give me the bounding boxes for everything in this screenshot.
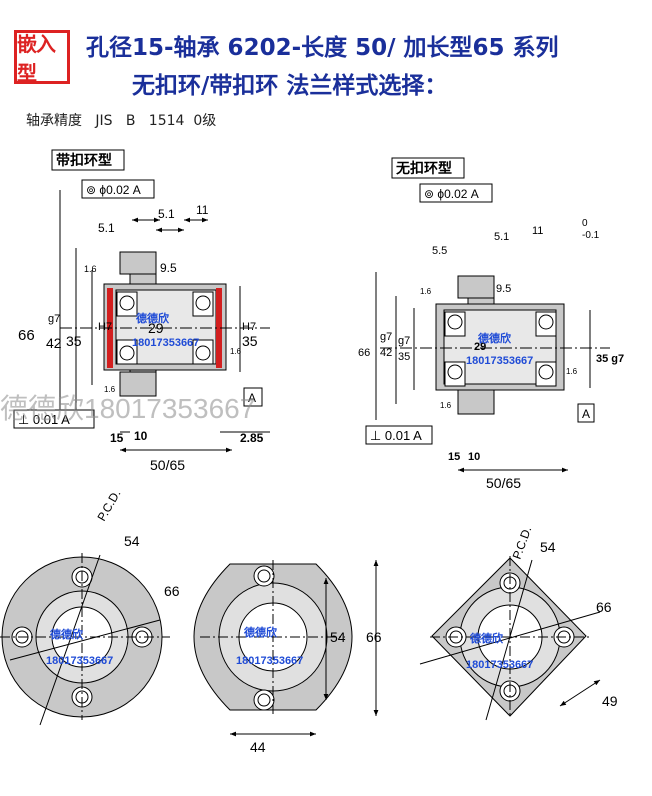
- left-type-label: 带扣环型: [56, 152, 112, 168]
- dim-50-65-left: 50/65: [150, 457, 185, 473]
- wm-name-2: 德德欣: [477, 331, 512, 345]
- oval-flange-view: [193, 560, 379, 737]
- roughness-2: 1.6: [230, 347, 242, 356]
- badge-text: 嵌入型: [17, 32, 56, 85]
- title-line-2: 无扣环/带扣环 法兰样式选择：: [132, 73, 448, 99]
- perpendicularity: ⊥ 0.01 A: [18, 412, 70, 427]
- wm-name-3: 德德欣: [49, 627, 84, 641]
- watermarks: 德德欣18017353667 德德欣 18017353667 德德欣 18017…: [0, 311, 533, 671]
- f-dim-44: 44: [250, 739, 266, 755]
- r-dim-5-1: 5.1: [494, 231, 509, 243]
- title-line-1: 孔径15-轴承 6202-长度 50/ 加长型65 系列: [86, 35, 559, 61]
- wm-name-1: 德德欣: [135, 311, 170, 325]
- dim-5-1-a: 5.1: [98, 221, 115, 235]
- datum-a: A: [248, 391, 256, 405]
- left-coaxiality: ⊚ ϕ0.02 A: [86, 183, 141, 197]
- dim-29: 29: [148, 320, 164, 336]
- dim-11: 11: [196, 203, 209, 217]
- dim-35-b: 35: [242, 333, 258, 349]
- watermark-large: 德德欣18017353667: [0, 393, 255, 424]
- dim-66: 66: [18, 327, 35, 344]
- wm-name-4: 德德欣: [243, 625, 278, 639]
- fit-h7-a: H7: [98, 321, 112, 333]
- right-type-label: 无扣环型: [395, 160, 452, 176]
- r-dim-15: 15: [448, 451, 460, 463]
- wm-phone-3: 18017353667: [46, 655, 113, 667]
- r-tol-neg: -0.1: [582, 230, 600, 241]
- roughness-3: 1.6: [104, 385, 116, 394]
- r-dim-29: 29: [474, 341, 486, 353]
- f-dim-54-c: 54: [540, 539, 556, 555]
- r-roughness-2: 1.6: [566, 367, 578, 376]
- r-roughness-1: 1.6: [420, 287, 432, 296]
- right-section-view: [365, 157, 610, 473]
- r-dim-50-65: 50/65: [486, 475, 521, 491]
- dim-15: 15: [110, 431, 124, 445]
- r-dim-42: 42: [380, 347, 392, 359]
- wm-phone-4: 18017353667: [236, 655, 303, 667]
- f-dim-66-c: 66: [596, 599, 612, 615]
- r-dim-11: 11: [532, 225, 543, 237]
- fit-g7: g7: [48, 313, 60, 325]
- r-fit-g7-b: g7: [398, 335, 410, 347]
- r-dim-35-a: 35: [398, 351, 410, 363]
- roughness-1: 1.6: [84, 264, 97, 274]
- bearing-precision-note: 轴承精度 JIS B 1514 0级: [26, 113, 217, 129]
- wm-name-5: 德德欣: [469, 631, 504, 645]
- r-dim-5-5: 5.5: [432, 245, 447, 257]
- left-section-view: [13, 149, 270, 453]
- r-datum-a: A: [582, 407, 590, 421]
- right-coaxiality: ⊚ ϕ0.02 A: [424, 187, 479, 201]
- embedded-type-badge: 嵌入型: [14, 30, 70, 85]
- r-tol-0: 0: [582, 218, 588, 229]
- f-dim-66-b: 66: [366, 629, 382, 645]
- wm-phone-5: 18017353667: [466, 659, 533, 671]
- dim-35-a: 35: [66, 333, 82, 349]
- r-dim-9-5: 9.5: [496, 283, 511, 295]
- f-dim-66-a: 66: [164, 583, 180, 599]
- dim-42: 42: [46, 335, 62, 351]
- r-dim-66: 66: [358, 347, 370, 359]
- pcd-1: P.C.D.: [94, 487, 123, 523]
- round-flange-view: [0, 553, 170, 726]
- f-dim-54-a: 54: [124, 533, 140, 549]
- pcd-3: P.C.D.: [510, 524, 535, 561]
- dim-5-1-b: 5.1: [158, 207, 175, 221]
- dim-2-85: 2.85: [240, 431, 264, 445]
- r-fit-g7-a: g7: [380, 331, 392, 343]
- r-dim-10: 10: [468, 451, 480, 463]
- wm-phone-1: 18017353667: [132, 337, 199, 349]
- wm-phone-2: 18017353667: [466, 355, 533, 367]
- dim-9-5: 9.5: [160, 261, 177, 275]
- f-dim-49: 49: [602, 693, 618, 709]
- diamond-flange-view: [419, 556, 601, 721]
- dim-10: 10: [134, 429, 148, 443]
- r-dim-35-g7: 35 g7: [596, 353, 624, 365]
- r-perpendicularity: ⊥ 0.01 A: [370, 428, 422, 443]
- r-roughness-3: 1.6: [440, 401, 452, 410]
- fit-h7-b: H7: [242, 321, 256, 333]
- f-dim-54-b: 54: [330, 629, 346, 645]
